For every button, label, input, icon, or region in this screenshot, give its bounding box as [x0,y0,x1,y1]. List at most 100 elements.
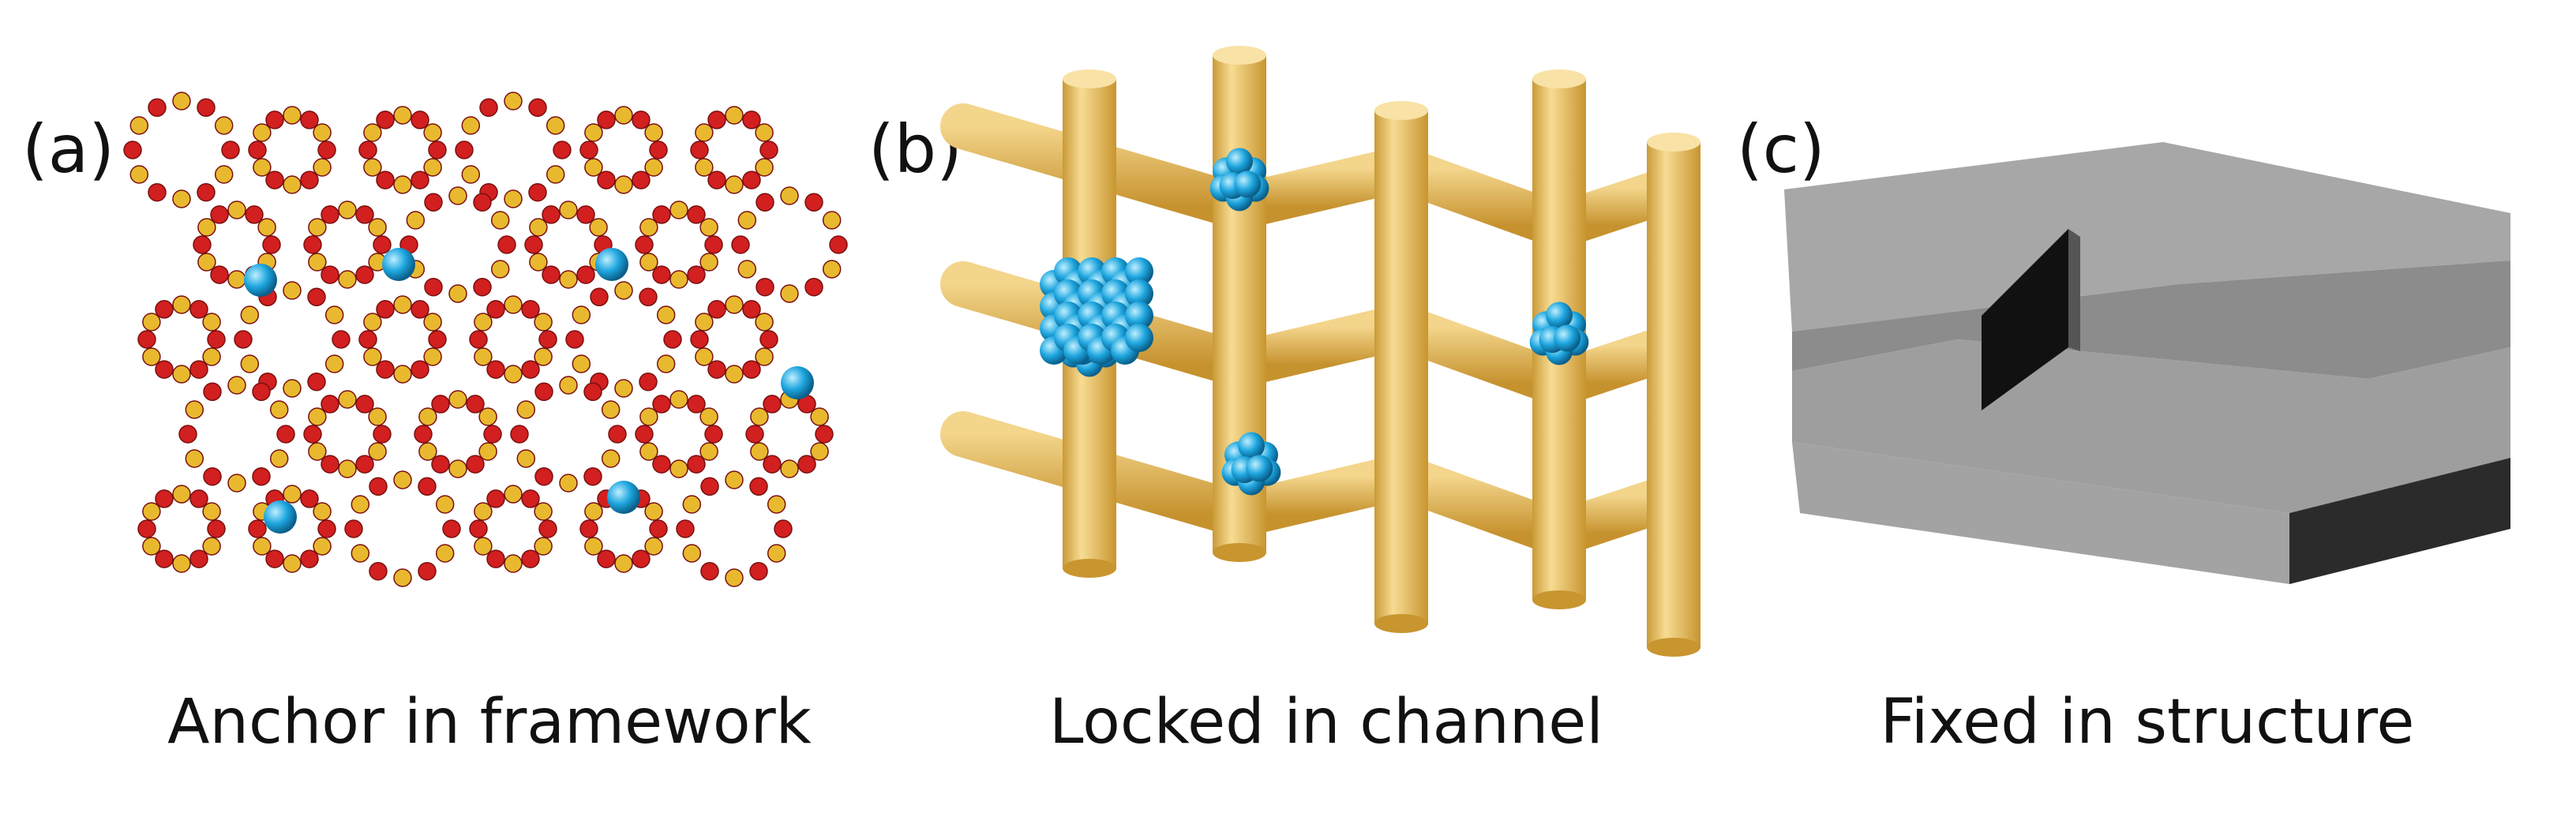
framework-atom [393,470,412,489]
single-atom [595,248,628,281]
framework-atom [283,554,302,573]
framework-atom [469,519,488,538]
framework-ring [745,390,834,478]
diagonal-rod [1217,454,1424,538]
framework-atom [313,502,332,521]
framework-atom [521,489,540,508]
block-step-face [1792,260,2510,379]
framework-atom [737,260,757,279]
cluster-atom [1238,432,1265,459]
framework-atom [448,186,467,205]
framework-atom [774,519,793,538]
framework-atom [414,425,433,444]
framework-atom [363,347,382,366]
framework-atom [478,407,497,426]
framework-atom [332,330,351,349]
framework-atom [682,495,702,514]
framework-ring [303,200,392,289]
framework-atom [695,158,714,177]
framework-atom [376,300,395,319]
framework-ring [731,186,848,303]
framework-atom [652,205,671,224]
framework-ring [358,295,447,384]
framework-atom [210,205,229,224]
framework-atom [590,287,609,307]
framework-atom [248,140,267,159]
framework-atom [815,425,834,444]
framework-atom [321,395,339,414]
framework-atom [474,537,493,556]
framework-atom [214,116,234,135]
framework-atom [759,140,778,159]
panel-a: (a) Anchor in framework [0,0,861,813]
panel-b-caption: Locked in channel [1049,687,1603,758]
framework-atom [189,360,208,379]
framework-atom [355,205,374,224]
framework-atom [423,347,442,366]
framework-atom [283,106,302,125]
panel-a-caption: Anchor in framework [167,687,812,758]
framework-atom [428,330,447,349]
framework-atom [504,485,523,504]
framework-atom [534,313,553,332]
framework-atom [338,200,357,219]
block-floor [1792,339,2510,513]
framework-atom [363,123,382,142]
framework-atom [584,158,603,177]
framework-atom [767,495,786,514]
diagonal-rod [1217,304,1424,388]
framework-atom [368,407,387,426]
framework-atom [308,218,327,237]
framework-atom [411,300,429,319]
framework-atom [497,235,516,254]
framework-atom [725,365,744,384]
framework-atom [442,519,461,538]
framework-atom [207,519,226,538]
framework-atom [486,360,505,379]
framework-atom [373,235,392,254]
framework-atom [300,170,319,189]
block-top-back [1784,142,2510,332]
framework-atom [695,123,714,142]
framework-atom [583,466,602,486]
framework-atom [428,140,447,159]
framework-atom [546,116,565,135]
framework-atom [265,170,284,189]
single-atom [264,500,297,534]
framework-atom [687,205,706,224]
framework-atom [303,235,322,254]
framework-rings [123,92,848,587]
framework-ring [565,281,682,398]
framework-atom [687,265,706,284]
framework-atom [669,390,688,409]
framework-atom [355,455,374,474]
framework-atom [313,537,332,556]
framework-atom [313,123,332,142]
framework-atom [307,287,326,307]
framework-atom [649,140,668,159]
channel-diagram [940,46,1700,657]
framework-atom [307,372,326,392]
framework-atom [810,407,829,426]
framework-atom [756,277,774,297]
framework-atom [142,347,161,366]
framework-atom [755,347,774,366]
framework-atom [810,442,829,461]
framework-ring [635,390,723,478]
framework-atom [172,295,191,314]
framework-atom [418,561,437,581]
framework-atom [431,455,450,474]
framework-atom [338,390,357,409]
framework-atom [473,277,492,297]
framework-atom [252,466,271,486]
framework-atom [559,474,578,493]
framework-atom [750,442,769,461]
framework-atom [338,270,357,289]
single-atom [382,248,415,281]
framework-atom [148,182,167,202]
framework-atom [737,211,757,230]
framework-atom [221,140,240,159]
framework-atom [725,106,744,125]
framework-atom [227,474,246,493]
framework-atom [448,459,467,478]
